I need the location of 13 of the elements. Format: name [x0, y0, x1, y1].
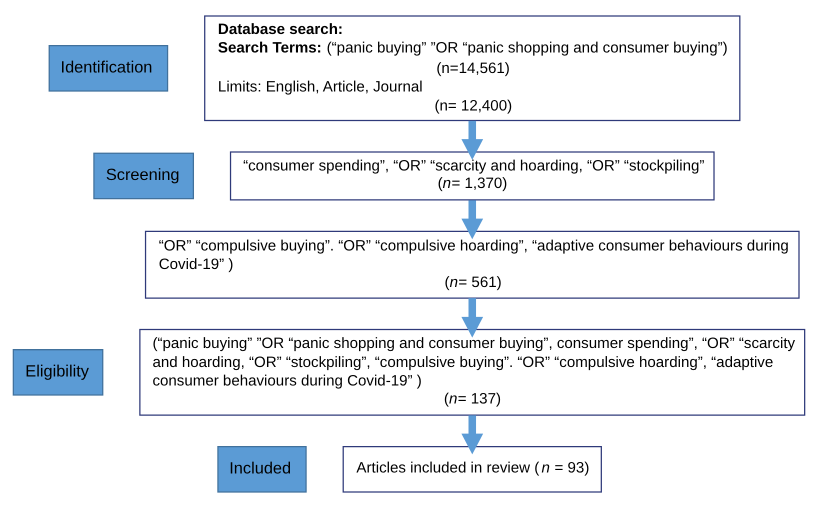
arrow — [461, 200, 484, 240]
node-box: Articles included in review (n = 93) — [342, 446, 602, 493]
arrow — [461, 120, 484, 160]
node-box: “consumer spending”, “OR” “scarcity and hoarding, “OR” “stockpiling” (n= 1,370) — [230, 151, 715, 200]
node-box: Identification — [48, 45, 168, 92]
arrow — [461, 415, 484, 454]
node-box: (“panic buying” ”OR “panic shopping and consumer buying”, consumer spending”, “OR” “scarcity and hoarding, “OR” “stockpiling”, “compulsive buying”. “OR” “compulsive hoarding”, “adaptive consumer behaviours during Covid-19” ) (n= 137) — [139, 328, 806, 416]
node-box: Screening — [93, 152, 194, 200]
node-box: Eligibility — [12, 349, 104, 396]
node-box: “OR” “compulsive buying”. “OR” “compulsive hoarding”, “adaptive consumer behaviours during Covid-19” ) (n= 561) — [144, 230, 800, 299]
node-box: Database search: Search Terms: (“panic buying” ”OR “panic shopping and consumer buying”) (n=14,561) Limits: English, Article, Journal (n= 12,400) — [204, 15, 740, 122]
node-box: Included — [217, 446, 307, 493]
arrow — [461, 298, 484, 338]
